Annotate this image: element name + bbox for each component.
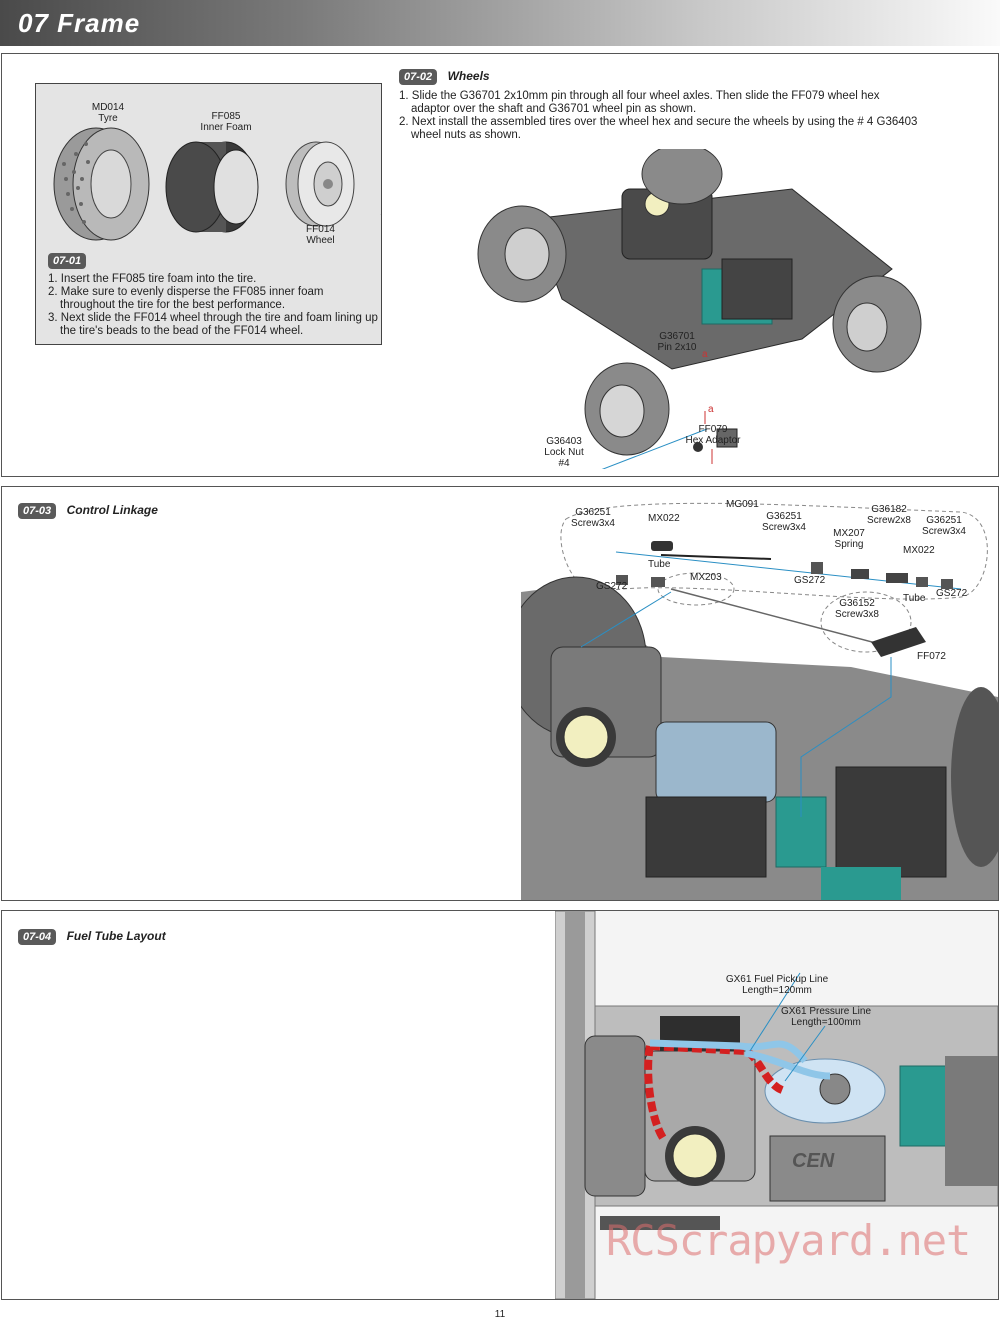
nut-code: G36403: [546, 436, 582, 447]
gs272-a-label: GS272: [596, 581, 628, 592]
part-name: Spring: [834, 539, 864, 550]
instruction-line: 3. Next slide the FF014 wheel through th…: [48, 312, 378, 337]
instruction-line: 1. Slide the G36701 2x10mm pin through a…: [399, 90, 880, 115]
step-0701-heading: 07-01: [48, 251, 87, 269]
step-0702-instructions: 1. Slide the G36701 2x10mm pin through a…: [399, 90, 919, 142]
part-name: Screw3x4: [571, 518, 615, 529]
step-0704-heading: 07-04 Fuel Tube Layout: [18, 927, 166, 945]
gs272-c-label: GS272: [936, 588, 968, 599]
cen-logo: CEN: [792, 1150, 835, 1172]
part-code: G36182: [871, 504, 907, 515]
step-0702-title: Wheels: [447, 69, 490, 83]
g36182-label: G36182 Screw2x8: [863, 504, 915, 526]
pressure-line-name: GX61 Pressure Line: [780, 1006, 872, 1017]
wheel-name: Wheel: [306, 235, 335, 246]
instruction-line: 2. Next install the assembled tires over…: [399, 116, 918, 141]
tire-parts-illustration: [53, 127, 381, 241]
pickup-line-label: GX61 Fuel Pickup Line Length=120mm: [722, 974, 832, 996]
foam-drawing: [165, 141, 259, 233]
nut-name: Lock Nut: [544, 447, 584, 458]
wheel-code: FF014: [306, 224, 335, 235]
linkage-illustration: [521, 502, 998, 900]
step-0703-heading: 07-03 Control Linkage: [18, 501, 158, 519]
pin-code: G36701: [659, 331, 695, 342]
part-code: G36251: [926, 515, 962, 526]
hex-label: FF079 Hex Adaptor: [678, 424, 748, 446]
step-0703-badge: 07-03: [18, 503, 57, 519]
mx022-a-label: MX022: [648, 513, 680, 524]
instruction-line: 2. Make sure to evenly disperse the FF08…: [48, 286, 324, 311]
step-0704-title: Fuel Tube Layout: [66, 929, 166, 943]
hex-code: FF079: [698, 424, 728, 435]
page-number: 11: [494, 1309, 506, 1320]
step-0701-badge: 07-01: [48, 253, 87, 269]
ff072-label: FF072: [917, 651, 946, 662]
mx203-label: MX203: [690, 572, 722, 583]
panel-wheels: MD014 Tyre FF085 Inner Foam FF014 Wheel …: [1, 53, 999, 477]
part-code: G36251: [766, 511, 802, 522]
mx022-b-label: MX022: [903, 545, 935, 556]
pin-name: Pin 2x10: [657, 342, 697, 353]
tyre-label: MD014 Tyre: [88, 102, 128, 124]
foam-label: FF085 Inner Foam: [191, 111, 261, 133]
pickup-line-length: Length=120mm: [742, 985, 812, 996]
panel-control-linkage: 07-03 Control Linkage MG0: [1, 486, 999, 901]
hex-name: Hex Adaptor: [685, 435, 741, 446]
instruction-line: 1. Insert the FF085 tire foam into the t…: [48, 273, 257, 285]
part-code: G36251: [575, 507, 611, 518]
g36152-label: G36152 Screw3x8: [831, 598, 883, 620]
pressure-line-length: Length=100mm: [791, 1017, 861, 1028]
mg091-label: MG091: [726, 499, 759, 510]
pickup-line-name: GX61 Fuel Pickup Line: [725, 974, 829, 985]
tyre-code: MD014: [91, 102, 125, 113]
wheel-label: FF014 Wheel: [298, 224, 343, 246]
part-name: Screw2x8: [867, 515, 911, 526]
nut-size: #4: [558, 458, 570, 469]
part-name: Screw3x8: [835, 609, 879, 620]
marker-a-top: a: [702, 349, 708, 360]
tire-assembly-inset: MD014 Tyre FF085 Inner Foam FF014 Wheel …: [35, 83, 382, 345]
pressure-line-label: GX61 Pressure Line Length=100mm: [776, 1006, 876, 1028]
step-0704-badge: 07-04: [18, 929, 57, 945]
g36251-a-label: G36251 Screw3x4: [568, 507, 618, 529]
marker-a-bottom: a: [708, 404, 714, 415]
foam-name: Inner Foam: [200, 122, 252, 133]
gs272-b-label: GS272: [794, 575, 826, 586]
watermark-text: RCScrapyard.net: [606, 1216, 971, 1265]
part-code: G36152: [839, 598, 875, 609]
g36251-c-label: G36251 Screw3x4: [919, 515, 969, 537]
step-0702-badge: 07-02: [399, 69, 438, 85]
tyre-drawing: [53, 127, 150, 241]
g36251-b-label: G36251 Screw3x4: [759, 511, 809, 533]
fuel-tube-illustration: [555, 911, 998, 1299]
step-0701-instructions: 1. Insert the FF085 tire foam into the t…: [48, 273, 378, 338]
step-0702-heading: 07-02 Wheels: [399, 67, 490, 85]
wheel-drawing: [285, 141, 355, 227]
section-title: 07 Frame: [18, 8, 141, 38]
mx207-label: MX207 Spring: [828, 528, 870, 550]
panel-fuel-tube: 07-04 Fuel Tube Layout GX61 Fuel Pickup …: [1, 910, 999, 1300]
truck-wheels-illustration: [477, 149, 922, 469]
foam-code: FF085: [211, 111, 241, 122]
nut-label: G36403 Lock Nut #4: [539, 436, 589, 469]
section-header: 07 Frame: [0, 0, 1000, 46]
tube-b-label: Tube: [903, 593, 926, 604]
part-name: Screw3x4: [922, 526, 966, 537]
tube-a-label: Tube: [648, 559, 671, 570]
step-0703-title: Control Linkage: [66, 503, 158, 517]
tyre-name: Tyre: [98, 113, 118, 124]
part-name: Screw3x4: [762, 522, 806, 533]
part-code: MX207: [833, 528, 865, 539]
pin-label: G36701 Pin 2x10: [652, 331, 702, 353]
